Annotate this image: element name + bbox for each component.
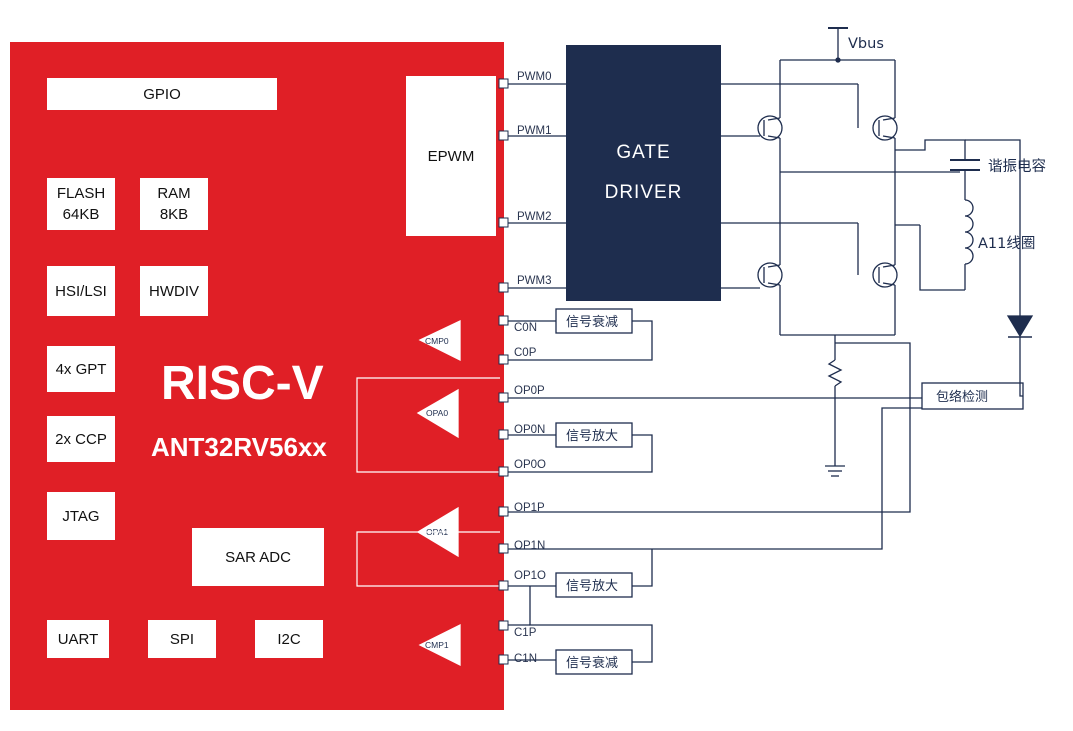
svg-text:包络检测: 包络检测 xyxy=(936,389,988,405)
pad-op0p xyxy=(498,392,509,403)
opa1-feedback-wire xyxy=(356,531,500,587)
gpt-block: 4x GPT xyxy=(47,346,115,392)
mosfet-q1 xyxy=(757,115,783,141)
pin-op0p: OP0P xyxy=(514,385,545,397)
pad-pwm3 xyxy=(498,282,509,293)
flash-block: FLASH 64KB xyxy=(47,178,115,230)
opa0-label: OPA0 xyxy=(426,408,448,418)
svg-text:信号衰减: 信号衰减 xyxy=(566,655,618,671)
signal-box-amplify-op1: 信号放大 xyxy=(555,572,633,598)
epwm-block: EPWM xyxy=(406,76,496,236)
uart-block: UART xyxy=(47,620,109,658)
pin-pwm2: PWM2 xyxy=(517,211,552,223)
signal-wires xyxy=(508,320,922,663)
h-bridge xyxy=(721,27,965,477)
pin-c1p: C1P xyxy=(514,627,537,639)
chip-title: RISC-V xyxy=(161,357,324,410)
pin-op1n: OP1N xyxy=(514,540,545,552)
mosfet-q2 xyxy=(872,115,898,141)
pin-pads xyxy=(498,78,509,665)
pwm-wires xyxy=(508,83,566,289)
svg-text:信号放大: 信号放大 xyxy=(566,579,618,594)
pin-pwm1: PWM1 xyxy=(517,125,552,137)
pad-pwm0 xyxy=(498,78,509,89)
pin-op0o: OP0O xyxy=(514,459,546,471)
pad-op1o xyxy=(498,580,509,591)
pad-c1p xyxy=(498,620,509,631)
opa0-feedback-wire xyxy=(356,377,500,473)
pad-op0o xyxy=(498,466,509,477)
diode-symbol xyxy=(1006,315,1034,338)
pad-c0n xyxy=(498,315,509,326)
pad-op0n xyxy=(498,429,509,440)
opa0-opamp: OPA0 xyxy=(416,388,459,439)
gate-driver-block: GATE DRIVER xyxy=(566,45,721,301)
mosfet-q3 xyxy=(757,262,783,288)
pin-c0p: C0P xyxy=(514,347,537,359)
gpio-block: GPIO xyxy=(47,78,277,110)
pin-op1p: OP1P xyxy=(514,502,545,514)
spi-block: SPI xyxy=(148,620,216,658)
coil-symbol xyxy=(964,199,974,265)
sar-adc-block: SAR ADC xyxy=(192,528,324,586)
resonant-capacitor-label: 谐振电容 xyxy=(988,158,1046,175)
ram-block: RAM 8KB xyxy=(140,178,208,230)
pin-c1n: C1N xyxy=(514,653,537,665)
signal-box-amplify-op0: 信号放大 xyxy=(555,422,633,448)
pad-pwm1 xyxy=(498,130,509,141)
i2c-block: I2C xyxy=(255,620,323,658)
pad-c1n xyxy=(498,654,509,665)
pad-c0p xyxy=(498,354,509,365)
vbus-label: Vbus xyxy=(848,36,884,52)
gate-driver-label-line1: GATE xyxy=(616,142,671,163)
shunt-resistor xyxy=(827,359,843,387)
cmp0-comparator: CMP0 xyxy=(418,319,461,362)
pin-op0n: OP0N xyxy=(514,424,545,436)
hsi-lsi-block: HSI/LSI xyxy=(47,266,115,316)
hwdiv-block: HWDIV xyxy=(140,266,208,316)
svg-text:信号放大: 信号放大 xyxy=(566,429,618,444)
pin-pwm3: PWM3 xyxy=(517,275,552,287)
pin-pwm0: PWM0 xyxy=(517,71,552,83)
gate-driver-label-line2: DRIVER xyxy=(604,182,683,203)
cmp0-label: CMP0 xyxy=(425,336,449,346)
coil-label: A11线圈 xyxy=(978,235,1035,252)
chip-part-number: ANT32RV56xx xyxy=(151,432,327,462)
cmp1-comparator: CMP1 xyxy=(418,623,461,667)
pin-c0n: C0N xyxy=(514,322,537,334)
pin-op1o: OP1O xyxy=(514,570,546,582)
signal-box-attenuate-bottom: 信号衰减 xyxy=(555,649,633,675)
jtag-block: JTAG xyxy=(47,492,115,540)
resonant-tank xyxy=(895,139,1034,397)
mosfet-q4 xyxy=(872,262,898,288)
pad-pwm2 xyxy=(498,217,509,228)
pad-op1p xyxy=(498,506,509,517)
signal-box-envelope-detect: 包络检测 xyxy=(921,382,1024,410)
pad-op1n xyxy=(498,543,509,554)
svg-text:信号衰减: 信号衰减 xyxy=(566,314,618,330)
cmp1-label: CMP1 xyxy=(425,640,449,650)
ground-symbol xyxy=(825,465,845,477)
signal-box-attenuate-top: 信号衰减 xyxy=(555,308,633,334)
ccp-block: 2x CCP xyxy=(47,416,115,462)
